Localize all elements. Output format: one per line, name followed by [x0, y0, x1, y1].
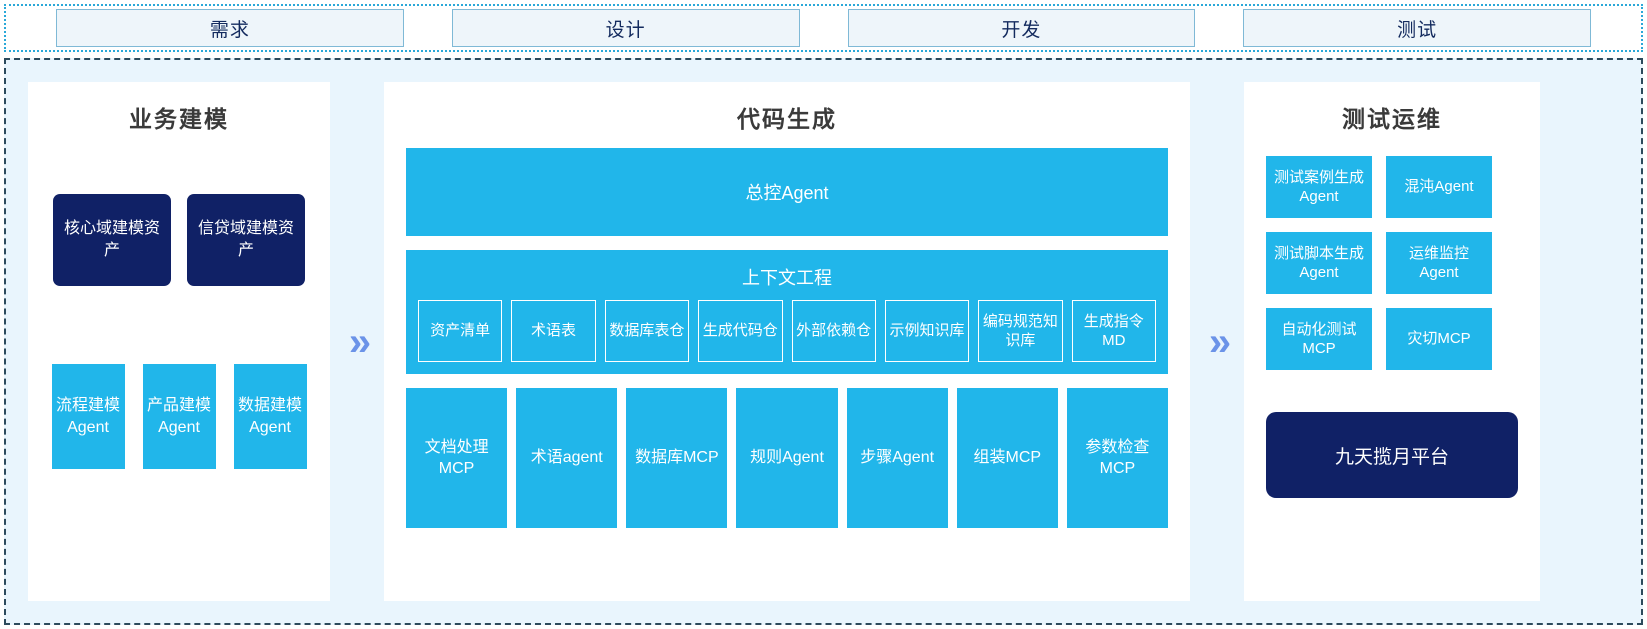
card-label: 运维监控Agent	[1408, 244, 1469, 282]
card-label: 测试案例生成Agent	[1273, 168, 1364, 206]
card-chaos-agent[interactable]: 混沌Agent	[1386, 156, 1492, 218]
context-item-label: 生成代码仓	[702, 322, 778, 340]
tool-card-label: 组装MCP	[973, 449, 1042, 467]
card-platform[interactable]: 九天揽月平台	[1266, 412, 1518, 498]
phase-label: 测试	[1397, 19, 1438, 41]
agent-card-label: 产品建模Agent	[146, 396, 211, 436]
context-item-external-dependency-repo[interactable]: 外部依赖仓	[791, 300, 876, 362]
code-generation-content: 总控Agent 上下文工程 资产清单 术语表 数据库表仓	[384, 148, 1190, 528]
panel-title-code-generation: 代码生成	[737, 106, 837, 132]
tool-card-parameter-check-mcp[interactable]: 参数检查MCP	[1066, 388, 1168, 528]
phase-label: 设计	[605, 19, 646, 41]
card-ops-monitoring-agent[interactable]: 运维监控Agent	[1386, 232, 1492, 294]
phase-strip: 需求 设计 开发 测试	[4, 4, 1643, 52]
agent-card-label: 数据建模Agent	[237, 396, 302, 436]
phase-box-testing[interactable]: 测试	[1243, 9, 1591, 47]
phase-box-development[interactable]: 开发	[847, 9, 1196, 47]
agent-card-label: 流程建模Agent	[55, 396, 120, 436]
agent-card-data-modeling[interactable]: 数据建模Agent	[233, 364, 307, 469]
tool-card-label: 步骤Agent	[860, 449, 935, 467]
tool-card-rule-agent[interactable]: 规则Agent	[736, 388, 838, 528]
context-item-generated-code-repo[interactable]: 生成代码仓	[698, 300, 783, 362]
context-item-generation-instruction-md[interactable]: 生成指令MD	[1071, 300, 1156, 362]
asset-card-credit-domain[interactable]: 信贷域建模资产	[187, 194, 305, 286]
chevron-glyph: »	[1208, 319, 1231, 364]
panel-title-test-operations: 测试运维	[1342, 106, 1442, 132]
chevron-right-icon-1: »	[330, 60, 384, 623]
tool-card-document-processing-mcp[interactable]: 文档处理MCP	[406, 388, 508, 528]
agent-card-product-modeling[interactable]: 产品建模Agent	[142, 364, 216, 469]
phase-box-requirements[interactable]: 需求	[56, 9, 404, 47]
card-disaster-switch-mcp[interactable]: 灾切MCP	[1386, 308, 1492, 370]
chevron-glyph: »	[348, 319, 371, 364]
tool-card-database-mcp[interactable]: 数据库MCP	[626, 388, 728, 528]
master-agent-label: 总控Agent	[745, 183, 829, 203]
chevron-right-icon-2: »	[1190, 60, 1244, 623]
context-item-label: 生成指令MD	[1083, 312, 1144, 349]
card-label: 混沌Agent	[1404, 178, 1474, 196]
context-item-label: 编码规范知识库	[982, 312, 1058, 349]
panel-code-generation: 代码生成 总控Agent 上下文工程 资产清单 术语表	[384, 82, 1190, 601]
phase-label: 需求	[209, 19, 250, 41]
agent-card-process-modeling[interactable]: 流程建模Agent	[51, 364, 125, 469]
test-operations-grid: 测试案例生成Agent 混沌Agent 测试脚本生成Agent 运维监控Agen…	[1244, 156, 1540, 370]
context-item-db-table-repo[interactable]: 数据库表仓	[604, 300, 690, 362]
tool-card-label: 规则Agent	[750, 449, 824, 467]
asset-card-core-domain[interactable]: 核心域建模资产	[53, 194, 171, 286]
main-area: 业务建模 核心域建模资产 信贷域建模资产 流程建模Agent 产品建模Agent…	[4, 58, 1643, 625]
tool-card-assembly-mcp[interactable]: 组装MCP	[956, 388, 1058, 528]
context-engineering-title: 上下文工程	[742, 268, 832, 288]
context-item-glossary[interactable]: 术语表	[511, 300, 596, 362]
context-item-coding-standard-knowledge-base[interactable]: 编码规范知识库	[978, 300, 1063, 362]
card-automated-test-mcp[interactable]: 自动化测试MCP	[1266, 308, 1372, 370]
card-label: 灾切MCP	[1407, 330, 1471, 348]
context-item-asset-list[interactable]: 资产清单	[418, 300, 503, 362]
tool-card-glossary-agent[interactable]: 术语agent	[516, 388, 618, 528]
card-label: 自动化测试MCP	[1281, 320, 1357, 358]
context-engineering-block: 上下文工程 资产清单 术语表 数据库表仓 生成代码仓	[406, 250, 1168, 374]
business-asset-row: 核心域建模资产 信贷域建模资产	[28, 194, 330, 286]
phase-box-design[interactable]: 设计	[451, 9, 800, 47]
panel-test-operations: 测试运维 测试案例生成Agent 混沌Agent 测试脚本生成Agent 运维监…	[1244, 82, 1540, 601]
tool-card-step-agent[interactable]: 步骤Agent	[846, 388, 948, 528]
master-agent-bar[interactable]: 总控Agent	[406, 148, 1168, 236]
tool-card-label: 术语agent	[530, 449, 603, 467]
phase-label: 开发	[1001, 19, 1042, 41]
tool-card-label: 参数检查MCP	[1085, 438, 1150, 477]
context-item-label: 资产清单	[430, 322, 491, 340]
asset-card-label: 核心域建模资产	[63, 220, 160, 259]
context-item-label: 示例知识库	[889, 322, 965, 340]
context-item-example-knowledge-base[interactable]: 示例知识库	[884, 300, 970, 362]
tool-card-label: 数据库MCP	[635, 449, 719, 467]
context-item-label: 外部依赖仓	[796, 322, 872, 340]
panel-business-modeling: 业务建模 核心域建模资产 信贷域建模资产 流程建模Agent 产品建模Agent…	[28, 82, 330, 601]
platform-label: 九天揽月平台	[1334, 446, 1449, 468]
card-test-case-generation-agent[interactable]: 测试案例生成Agent	[1266, 156, 1372, 218]
card-test-script-generation-agent[interactable]: 测试脚本生成Agent	[1266, 232, 1372, 294]
panel-title-business-modeling: 业务建模	[129, 106, 229, 132]
card-label: 测试脚本生成Agent	[1273, 244, 1364, 282]
context-item-label: 数据库表仓	[609, 322, 685, 340]
business-agent-row: 流程建模Agent 产品建模Agent 数据建模Agent	[28, 364, 330, 469]
context-engineering-row: 资产清单 术语表 数据库表仓 生成代码仓 外部依赖仓	[418, 300, 1156, 362]
asset-card-label: 信贷域建模资产	[197, 220, 294, 259]
tool-card-row: 文档处理MCP 术语agent 数据库MCP 规则Agent 步骤Agent	[406, 388, 1168, 528]
context-item-label: 术语表	[531, 322, 577, 340]
tool-card-label: 文档处理MCP	[424, 438, 489, 477]
